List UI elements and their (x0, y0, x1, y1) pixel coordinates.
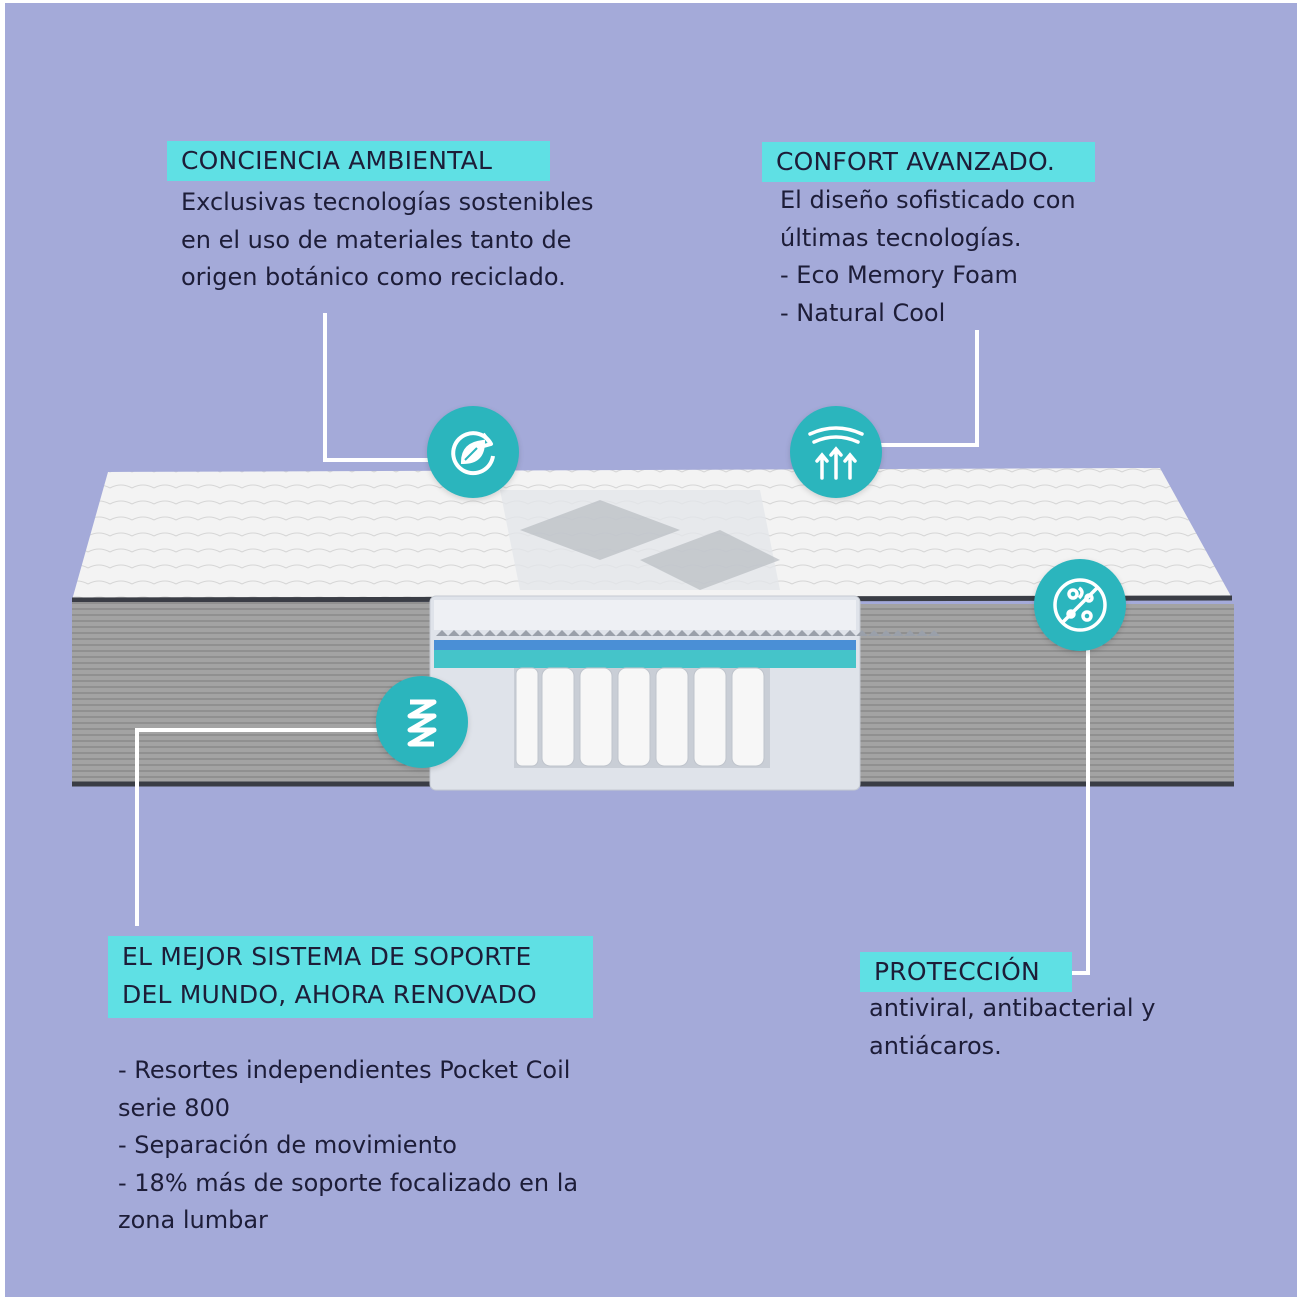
support-description: - Resortes independientes Pocket Coil se… (118, 1052, 578, 1240)
description-line: El diseño sofisticado con (780, 186, 1076, 214)
description-line: - Eco Memory Foam (780, 261, 1018, 289)
support-title-line: DEL MUNDO, AHORA RENOVADO (122, 980, 537, 1009)
description-line: - 18% más de soporte focalizado en la (118, 1168, 579, 1197)
description-line: serie 800 (118, 1093, 231, 1122)
comfort-title: CONFORT AVANZADO. (762, 142, 1095, 182)
spring-icon (376, 676, 468, 768)
description-line: Exclusivas tecnologías sostenibles (181, 188, 594, 216)
description-line: zona lumbar (118, 1206, 268, 1234)
comfort-description: El diseño sofisticado con últimas tecnol… (780, 182, 1076, 332)
connector-protection (1086, 648, 1090, 975)
airflow-arrows-icon (790, 406, 882, 498)
description-line: origen botánico como reciclado. (181, 263, 566, 291)
no-bacteria-icon (1034, 559, 1126, 651)
connector-support-h (135, 728, 380, 732)
description-line: - Resortes independientes Pocket Coil (118, 1056, 571, 1084)
connector-comfort-h (878, 443, 979, 447)
mattress-side-left (72, 602, 432, 784)
support-title-line: EL MEJOR SISTEMA DE SOPORTE (122, 942, 532, 971)
description-line: últimas tecnologías. (780, 223, 1022, 252)
connector-environment-h (323, 458, 433, 462)
environment-description: Exclusivas tecnologías sostenibles en el… (181, 184, 594, 297)
connector-support (135, 728, 139, 926)
connector-comfort (975, 330, 979, 447)
protection-title: PROTECCIÓN (860, 952, 1072, 992)
description-line: - Separación de movimiento (118, 1131, 457, 1159)
description-line: antiviral, antibacterial y (869, 994, 1156, 1022)
protection-description: antiviral, antibacterial y antiácaros. (869, 990, 1155, 1065)
mattress-cutaway (429, 595, 940, 791)
support-title: EL MEJOR SISTEMA DE SOPORTE DEL MUNDO, A… (108, 936, 593, 1018)
recycle-leaf-icon (427, 406, 519, 498)
description-line: en el uso de materiales tanto de (181, 225, 572, 254)
description-line: antiácaros. (869, 1031, 1002, 1060)
environment-title: CONCIENCIA AMBIENTAL (167, 141, 550, 181)
connector-protection-h (1070, 971, 1090, 975)
description-line: - Natural Cool (780, 298, 946, 327)
connector-environment (323, 313, 327, 462)
